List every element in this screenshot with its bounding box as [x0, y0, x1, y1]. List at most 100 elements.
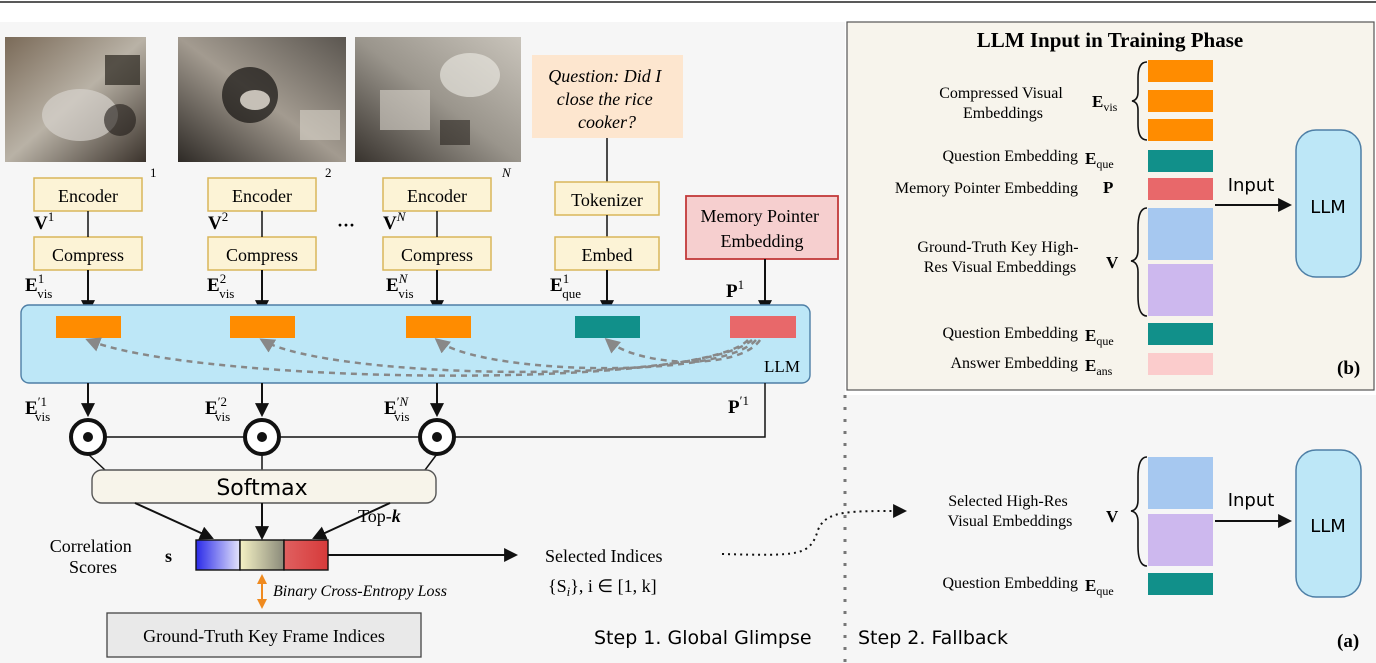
dot-product-nodes: [69, 418, 456, 456]
panel-b-tag: (b): [1337, 358, 1360, 379]
correlation-symbol: s: [165, 546, 172, 566]
compress-box-N: [382, 236, 492, 271]
pb-row-groundtruth-sym: V: [1106, 253, 1119, 272]
pb-row-question2-label: Question Embedding: [942, 325, 1078, 342]
pb-brace-compressed: [1131, 61, 1148, 141]
memory-pointer-label: Memory Pointer Embedding: [701, 206, 824, 251]
panel-b-title: LLM Input in Training Phase: [977, 28, 1243, 52]
compress-label-2: Compress: [226, 245, 298, 265]
panel-a-tag: (a): [1337, 631, 1359, 652]
token-vis-2: [230, 316, 295, 338]
softmax-inputs: [87, 453, 438, 471]
pb-llm-label: LLM: [1310, 197, 1346, 218]
embed-box: [554, 236, 660, 271]
attention-arcs: [85, 337, 762, 377]
v-label-N: VN: [383, 209, 407, 234]
encoder-label-2: Encoder: [232, 186, 292, 206]
ground-truth-label: Ground-Truth Key Frame Indices: [143, 626, 385, 646]
video-frame-N: [355, 37, 521, 162]
score-cell-2: [239, 539, 285, 571]
softmax-outputs: [134, 502, 391, 541]
p-label: P1: [726, 277, 744, 302]
fb-row-highres-sym: V: [1106, 507, 1119, 526]
fb-llm-label: LLM: [1310, 516, 1346, 537]
step2-label: Step 2. Fallback: [858, 627, 1008, 649]
v-label-2: V2: [208, 209, 228, 234]
p-out-label: P′1: [728, 393, 749, 418]
pb-brace-groundtruth: [1130, 207, 1148, 317]
fb-brace: [1130, 456, 1148, 567]
pb-block-answer: [1148, 353, 1213, 375]
frame-index-1: 1: [150, 165, 157, 180]
softmax-label: Softmax: [216, 476, 307, 501]
pb-block-vis-3: [1148, 119, 1213, 141]
score-cell-1: [195, 539, 241, 571]
memory-pointer-box: [685, 195, 839, 260]
memory-pointer-column: Memory Pointer Embedding P1: [685, 195, 839, 315]
pb-block-memory: [1148, 178, 1213, 200]
selected-indices-set: {Si}, i ∈ [1, k]: [548, 576, 657, 599]
ground-truth-box: [106, 612, 422, 658]
token-vis-1: [56, 316, 121, 338]
softmax-box: [91, 469, 437, 504]
selected-indices-label: Selected Indices: [545, 546, 662, 566]
tokenizer-label: Tokenizer: [571, 190, 643, 210]
video-frame-2: [178, 37, 346, 162]
pb-row-groundtruth-label: Ground-Truth Key High- Res Visual Embedd…: [917, 239, 1082, 276]
topk-label: Top-k: [358, 506, 401, 526]
fb-block-highres-1: [1148, 457, 1213, 509]
fb-row-question-label: Question Embedding: [942, 575, 1078, 592]
dot-product-icon-1: [69, 418, 107, 456]
pb-row-answer-sym: Eans: [1085, 356, 1113, 378]
score-cell-3: [283, 539, 329, 571]
correlation-label: Correlation Scores: [50, 536, 136, 577]
pb-block-vis-1: [1148, 60, 1213, 82]
compress-label-1: Compress: [52, 245, 124, 265]
tokenizer-box: [554, 181, 660, 216]
v-label-1: V1: [34, 209, 54, 234]
pb-block-question2: [1148, 323, 1213, 345]
pb-block-vis-2: [1148, 90, 1213, 112]
pb-block-highres-1: [1148, 208, 1213, 260]
fb-input-label: Input: [1228, 490, 1275, 511]
compress-label-N: Compress: [401, 245, 473, 265]
pb-row-compressed-sym: Evis: [1092, 92, 1118, 114]
bce-loss-label: Binary Cross-Entropy Loss: [273, 583, 447, 600]
ellipsis: ···: [337, 215, 355, 235]
video-frame-1: [5, 37, 146, 162]
token-memory-pointer: [730, 316, 796, 338]
frame-index-N: N: [501, 165, 512, 180]
encoder-label-1: Encoder: [58, 186, 118, 206]
pb-llm-box: [1295, 129, 1362, 278]
pb-row-answer-label: Answer Embedding: [950, 355, 1078, 372]
embed-label: Embed: [582, 245, 633, 265]
fb-block-highres-2: [1148, 514, 1213, 566]
fb-llm-box: [1295, 449, 1362, 598]
token-vis-N: [406, 316, 471, 338]
question-box: [532, 55, 683, 138]
encoder-box-2: [207, 177, 317, 212]
dot-product-icon-2: [243, 418, 281, 456]
compress-box-2: [207, 236, 317, 271]
question-text: Question: Did I close the rice cooker?: [548, 66, 665, 132]
pb-row-question-sym: Eque: [1085, 149, 1114, 171]
pb-block-question: [1148, 150, 1213, 172]
fb-row-highres-label: Selected High-Res Visual Embeddings: [948, 493, 1073, 530]
step1-label: Step 1. Global Glimpse: [594, 627, 812, 649]
token-que: [575, 316, 640, 338]
step2-background: [845, 395, 1376, 663]
encoder-box-1: [33, 177, 143, 212]
pb-input-label: Input: [1228, 175, 1275, 196]
